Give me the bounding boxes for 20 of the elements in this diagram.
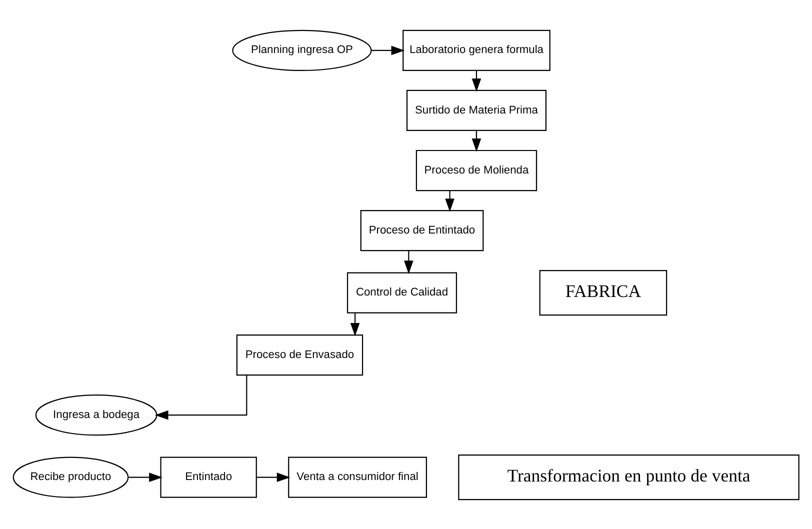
arrow — [256, 472, 290, 482]
node-box: Transformacion en punto de venta — [458, 454, 800, 500]
arrow — [154, 374, 248, 420]
node-box: Entintado — [160, 456, 257, 498]
node-ellipse: Planning ingresa OP — [232, 29, 372, 71]
arrow — [371, 45, 405, 55]
arrow — [128, 472, 162, 482]
arrow — [404, 250, 414, 274]
node-box: Venta a consumidor final — [288, 456, 427, 498]
arrow — [350, 312, 360, 336]
node-ellipse: Recibe producto — [12, 456, 129, 498]
node-box: Control de Calidad — [346, 272, 458, 313]
node-box: Surtido de Materia Prima — [406, 89, 546, 131]
node-ellipse: Ingresa a bodega — [35, 394, 158, 436]
arrow — [445, 190, 454, 212]
node-box: Laboratorio genera formula — [402, 29, 550, 71]
node-box: FABRICA — [539, 270, 668, 316]
node-box: Proceso de Molienda — [416, 149, 538, 191]
node-box: Proceso de Entintado — [360, 209, 484, 251]
node-box: Proceso de Envasado — [236, 334, 364, 376]
